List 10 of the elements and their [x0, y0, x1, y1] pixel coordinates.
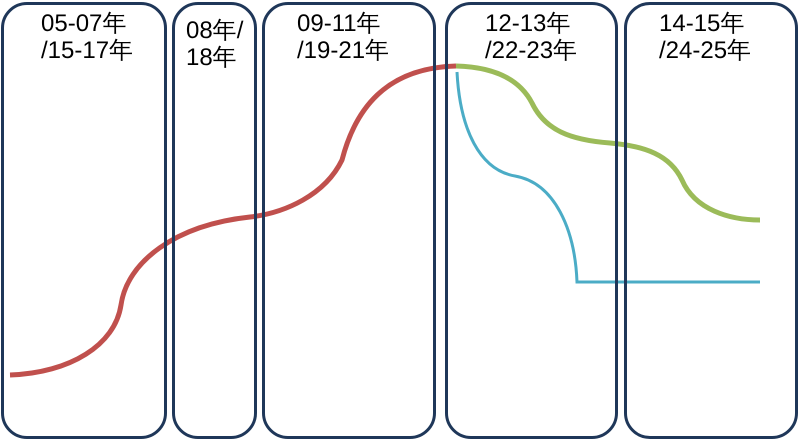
- period-column: [624, 2, 798, 439]
- period-column: [172, 2, 257, 439]
- period-column: [262, 2, 436, 439]
- period-label: 05-07年 /15-17年: [41, 10, 134, 64]
- period-label: 14-15年 /24-25年: [659, 10, 752, 64]
- period-label: 12-13年 /22-23年: [485, 10, 578, 64]
- period-label: 09-11年 /19-21年: [297, 10, 390, 64]
- period-column: [445, 2, 618, 439]
- period-label: 08年/ 18年: [186, 17, 244, 71]
- period-column: [1, 2, 167, 439]
